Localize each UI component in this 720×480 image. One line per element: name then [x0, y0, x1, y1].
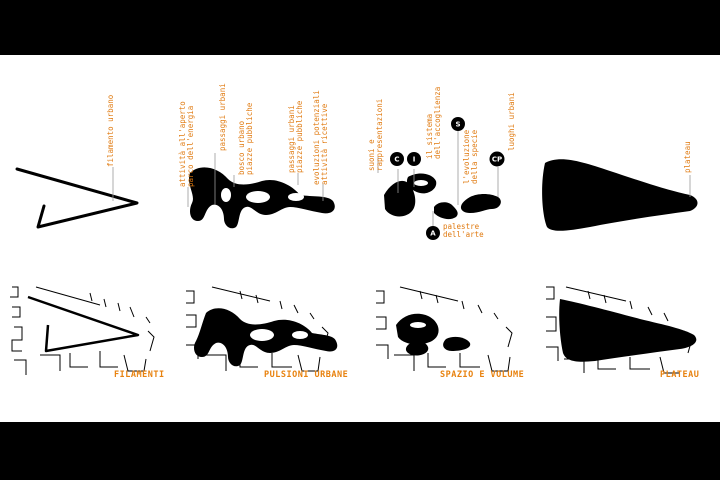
label-plateau: plateau: [683, 141, 692, 173]
pulsions-leaders: [187, 153, 324, 207]
label-evoluzione-specie: l'evoluzione della specie: [462, 129, 479, 184]
volume-hole: [414, 180, 428, 186]
badge-i-text: I: [413, 156, 416, 164]
label-passaggi-piazze: passaggi urbani piazze pubbliche: [287, 100, 304, 173]
caption-spazio-volume: SPAZIO E VOLUME: [440, 370, 525, 380]
badge-cp: [489, 151, 505, 167]
diagram-sheet: C I S CP A: [0, 55, 720, 422]
label-passaggi-urbani-1: passaggi urbani: [218, 83, 227, 151]
volume-leaders: [377, 131, 499, 227]
plateau-shape: [542, 159, 698, 231]
badge-a-text: A: [430, 230, 436, 238]
badge-i: [407, 152, 421, 166]
diagram-graphics: C I S CP A: [10, 117, 698, 375]
plateau-context: [559, 299, 697, 362]
label-palestre: palestre dell'arte: [443, 222, 484, 239]
badge-c-text: C: [394, 156, 399, 164]
label-attivita-aperto: attività all'aperto parco dell'energia: [178, 101, 195, 187]
label-luoghi-urbani: luoghi urbani: [507, 92, 516, 151]
caption-pulsioni-urbane: PULSIONI URBANE: [264, 370, 349, 380]
label-bosco-urbano: bosco urbano piazze pubbliche: [237, 102, 254, 175]
label-sistema-accoglienza: il sistema dell'accoglienza: [425, 86, 442, 159]
badge-c: [390, 152, 404, 166]
label-evoluzioni: evoluzioni potenziali attività ricettive: [312, 90, 329, 185]
badge-cp-text: CP: [492, 156, 502, 164]
caption-filamenti: FILAMENTI: [114, 370, 165, 380]
label-suoni: suoni e rappresentazioni: [367, 98, 384, 171]
badge-s: [451, 117, 465, 131]
volume-context: [396, 313, 471, 356]
label-filamento-urbano: filamento urbano: [106, 94, 115, 167]
filament-context: [27, 295, 140, 353]
badge-s-text: S: [455, 121, 460, 129]
volume-shapes: [384, 173, 501, 220]
badge-a: [426, 226, 440, 240]
badges: C I S CP A: [390, 117, 505, 240]
filament-shape: [15, 167, 139, 229]
caption-plateau: PLATEAU: [660, 370, 700, 380]
pulsions-context: [194, 308, 338, 367]
pulsions-holes: [221, 188, 304, 203]
